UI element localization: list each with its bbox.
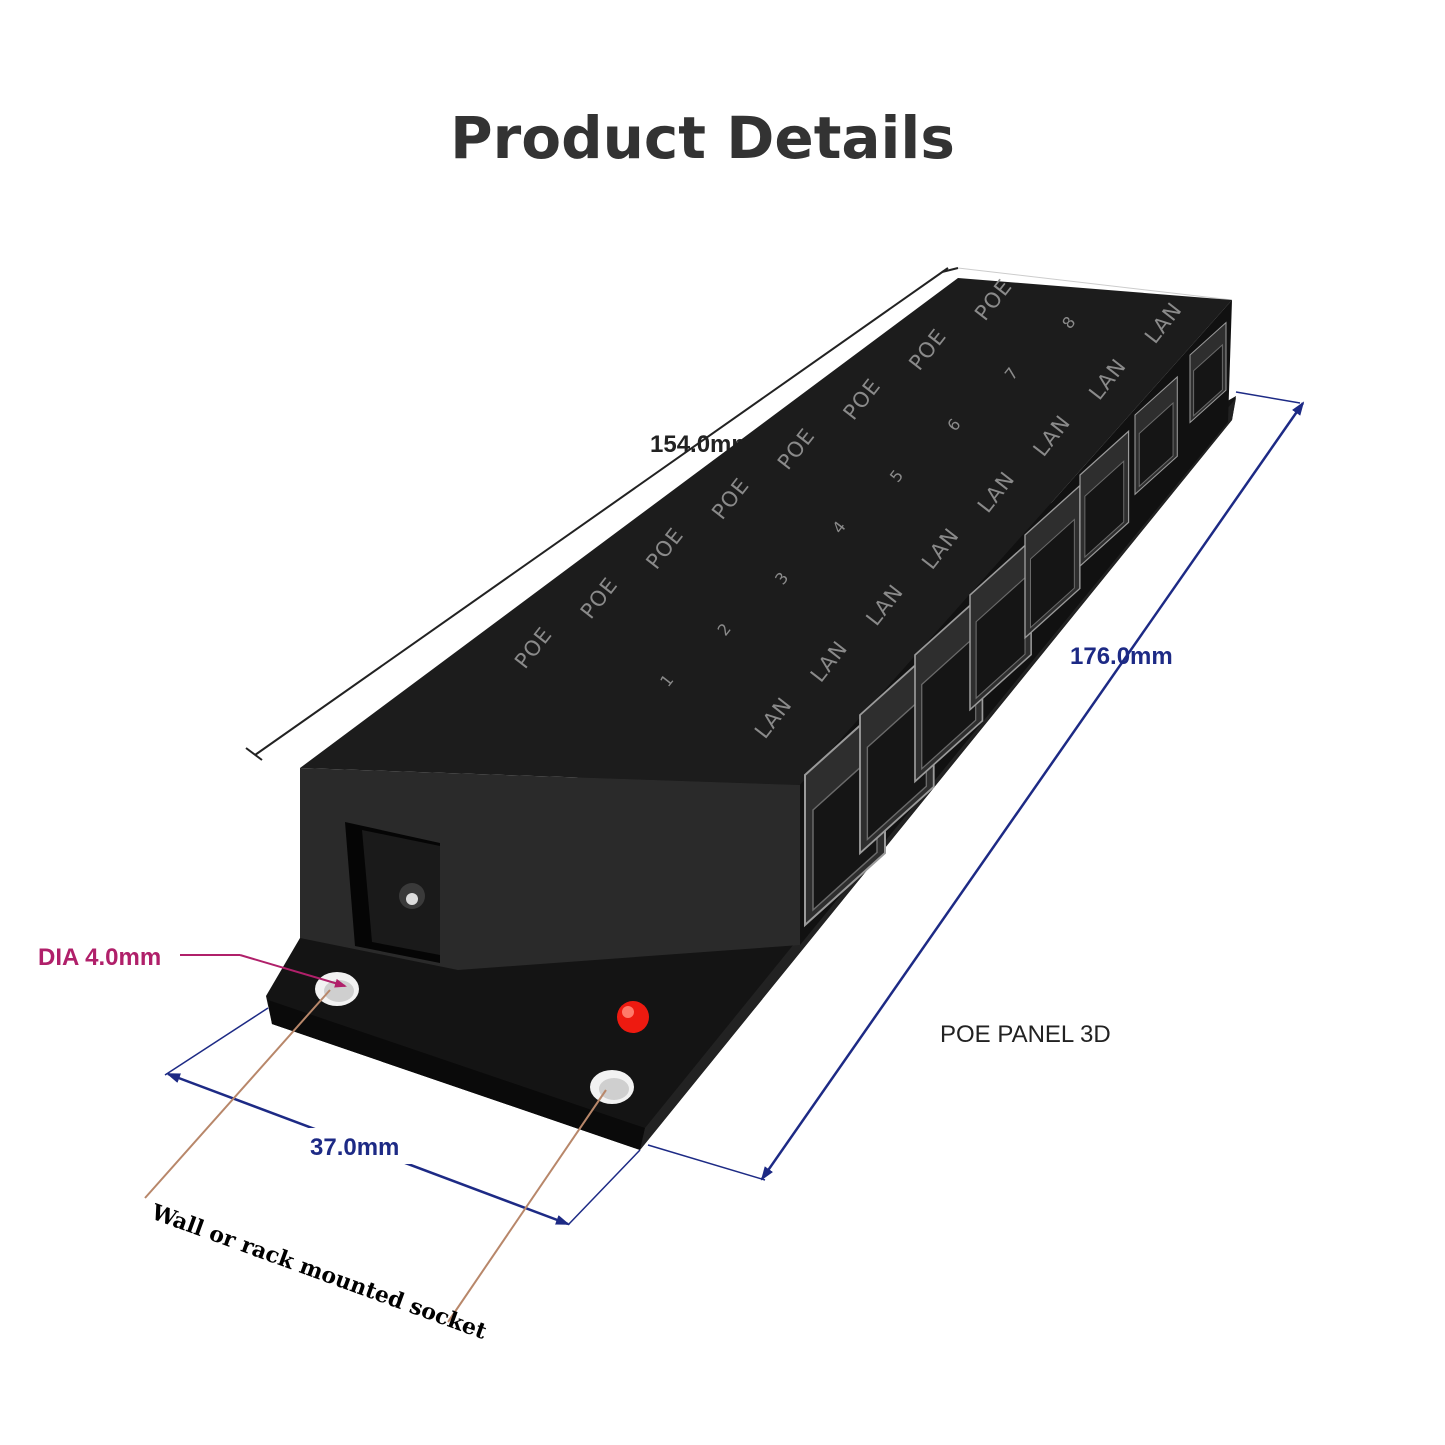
width-label: 37.0mm	[310, 1134, 399, 1161]
model-caption: POE PANEL 3D	[940, 1021, 1111, 1048]
width-dimension: 37.0mm	[164, 1007, 641, 1226]
power-led	[617, 1001, 649, 1033]
page-title: Product Details	[450, 104, 955, 172]
hole-diameter-annotation: DIA 4.0mm	[38, 944, 347, 988]
mount-leaders	[144, 989, 607, 1323]
hole-diameter-label: DIA 4.0mm	[38, 944, 161, 971]
dc-power-jack	[345, 822, 440, 963]
base-length-dimension: 176.0mm	[647, 391, 1305, 1181]
mount-note: Wall or rack mounted socket	[147, 1199, 491, 1345]
base-length-label: 176.0mm	[1070, 643, 1173, 670]
rj45-port-8	[1189, 321, 1227, 424]
